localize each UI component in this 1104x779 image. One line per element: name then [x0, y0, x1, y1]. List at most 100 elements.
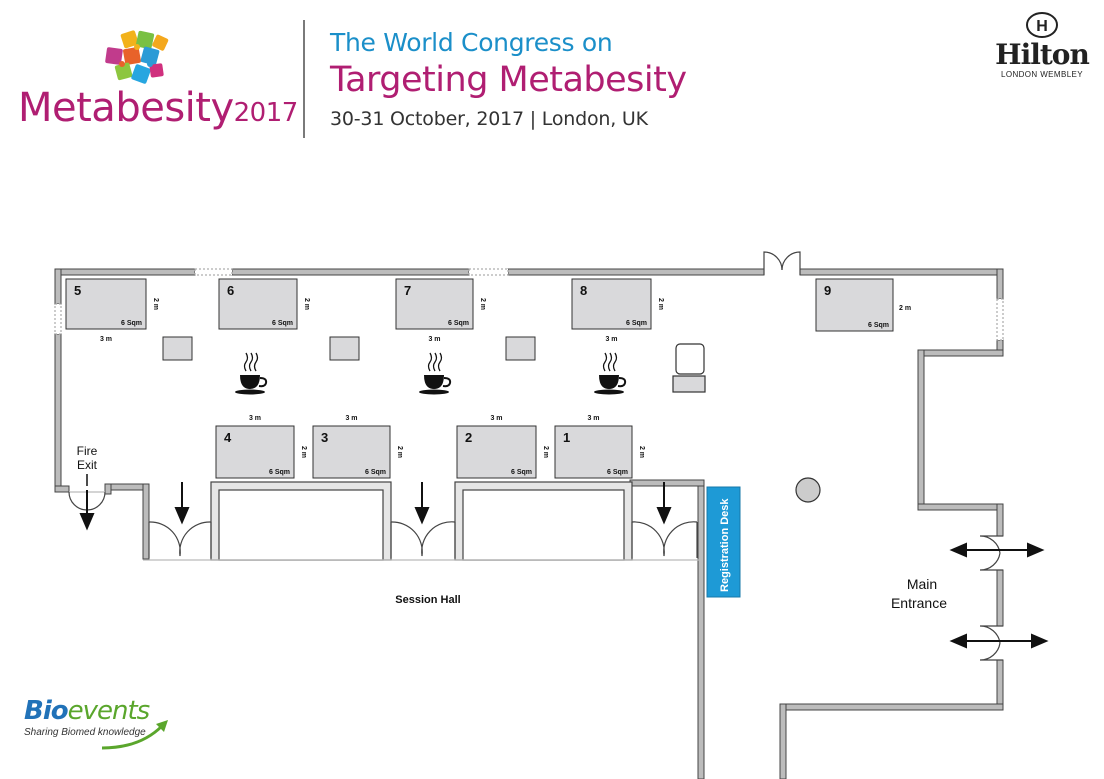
- kiosk-icon: [672, 343, 706, 393]
- booth-depth-label: 2 m: [899, 305, 911, 312]
- divider-wall: [697, 479, 705, 779]
- main-entrance-label-line2: Entrance: [891, 595, 947, 611]
- booth-width-label: 3 m: [100, 336, 112, 343]
- coffee-stations: [235, 352, 627, 395]
- swoosh-icon: [101, 720, 168, 750]
- bioevents-logo: Bioevents: [24, 696, 150, 726]
- right-wall-segment: [996, 268, 1004, 300]
- right-wall-segment: [917, 349, 925, 511]
- booth-box: [395, 278, 474, 330]
- coffee-cup-icon: [419, 352, 452, 395]
- booth-depth-label: 2 m: [657, 298, 664, 310]
- booth-width-label: 3 m: [587, 415, 599, 422]
- table: [329, 336, 360, 361]
- puzzle-pieces: [105, 30, 169, 84]
- header-title-line1: The World Congress on: [330, 28, 613, 57]
- booth-number: 6: [227, 283, 234, 298]
- booth-box: [312, 425, 391, 479]
- booth-number: 5: [74, 283, 81, 298]
- booth-width-label: 3 m: [249, 415, 261, 422]
- pillar: [795, 477, 821, 503]
- arrow-both-icon: [949, 542, 1045, 558]
- booth-area-label: 6 Sqm: [448, 320, 469, 327]
- header-date-location: 30-31 October, 2017 | London, UK: [330, 108, 648, 130]
- booth-box: [571, 278, 652, 330]
- session-hall-label: Session Hall: [395, 594, 460, 606]
- logo-wordmark: Metabesity2017: [18, 85, 298, 131]
- puzzle-logo-icon: [105, 30, 169, 84]
- table: [162, 336, 193, 361]
- arrow-both-icon: [949, 633, 1049, 649]
- svg-text:H: H: [1036, 18, 1048, 35]
- booth-number: 4: [224, 430, 232, 445]
- booth-width-label: 3 m: [605, 336, 617, 343]
- hilton-emblem-icon: H: [1026, 12, 1058, 38]
- registration-desk-label: Registration Desk: [719, 498, 731, 592]
- booth-box: [554, 425, 633, 479]
- logo-year: 2017: [233, 98, 299, 128]
- booth-box: [815, 278, 894, 332]
- booth-box: [215, 425, 295, 479]
- bioevents-tagline: Sharing Biomed knowledge: [24, 727, 146, 738]
- corridor-wall: [104, 483, 150, 491]
- booth-area-label: 6 Sqm: [626, 320, 647, 327]
- corridor-wall: [629, 479, 705, 487]
- booth-depth-label: 2 m: [542, 446, 549, 458]
- booth-4: 4 6 Sqm 3 m 2 m: [215, 415, 307, 479]
- header-title-line2: Targeting Metabesity: [330, 60, 687, 100]
- fire-exit-arrow-icon: [79, 490, 95, 531]
- fire-exit-label-line1: Fire: [77, 444, 98, 458]
- corridor-wall: [142, 483, 150, 560]
- booth-area-label: 6 Sqm: [269, 469, 290, 476]
- booth-area-label: 6 Sqm: [121, 320, 142, 327]
- table: [505, 336, 536, 361]
- floorplan-labels: Fire Exit Session Hall Main Entrance: [77, 444, 948, 611]
- right-wall-segment: [917, 349, 1004, 357]
- arrow-down-icon: [656, 482, 672, 525]
- booth-number: 9: [824, 283, 831, 298]
- bioevents-name-bio: Bio: [24, 696, 69, 726]
- booth-depth-label: 2 m: [300, 446, 307, 458]
- session-hall-rooms: [210, 481, 633, 561]
- booth-number: 2: [465, 430, 472, 445]
- right-wall-segment: [996, 569, 1004, 627]
- booth-depth-label: 2 m: [303, 298, 310, 310]
- coffee-cup-icon: [594, 352, 627, 395]
- booth-width-label: 3 m: [345, 415, 357, 422]
- booth-number: 8: [580, 283, 587, 298]
- top-wall-segment: [799, 268, 1004, 276]
- right-wall-segment: [917, 503, 1004, 511]
- coffee-cup-icon: [235, 352, 268, 395]
- booth-number: 3: [321, 430, 328, 445]
- entrance-arrows: [949, 542, 1049, 649]
- left-wall-segment: [54, 333, 62, 493]
- fire-exit-label-line2: Exit: [77, 458, 98, 472]
- booth-box: [218, 278, 298, 330]
- right-wall-segment: [996, 659, 1004, 711]
- arrow-down-icon: [174, 482, 190, 525]
- arrow-down-icon: [414, 482, 430, 525]
- booth-9: 9 6 Sqm 2 m: [815, 278, 911, 332]
- booth-depth-label: 2 m: [152, 298, 159, 310]
- booth-depth-label: 2 m: [479, 298, 486, 310]
- hilton-name: Hilton: [995, 38, 1090, 71]
- header-divider: [303, 20, 305, 138]
- tables: [162, 336, 536, 361]
- booth-box: [456, 425, 537, 479]
- booth-box: [65, 278, 147, 330]
- left-wall-segment: [54, 268, 62, 305]
- booth-width-label: 3 m: [490, 415, 502, 422]
- corridor-wall: [104, 483, 112, 495]
- booth-area-label: 6 Sqm: [868, 322, 889, 329]
- booth-width-label: 3 m: [428, 336, 440, 343]
- booth-area-label: 6 Sqm: [365, 469, 386, 476]
- booth-area-label: 6 Sqm: [511, 469, 532, 476]
- booth-2: 2 6 Sqm 3 m 2 m: [456, 415, 549, 479]
- booth-area-label: 6 Sqm: [607, 469, 628, 476]
- top-wall-segment: [507, 268, 765, 276]
- corridor-wall: [54, 485, 70, 493]
- hall-door-icon: [631, 521, 698, 558]
